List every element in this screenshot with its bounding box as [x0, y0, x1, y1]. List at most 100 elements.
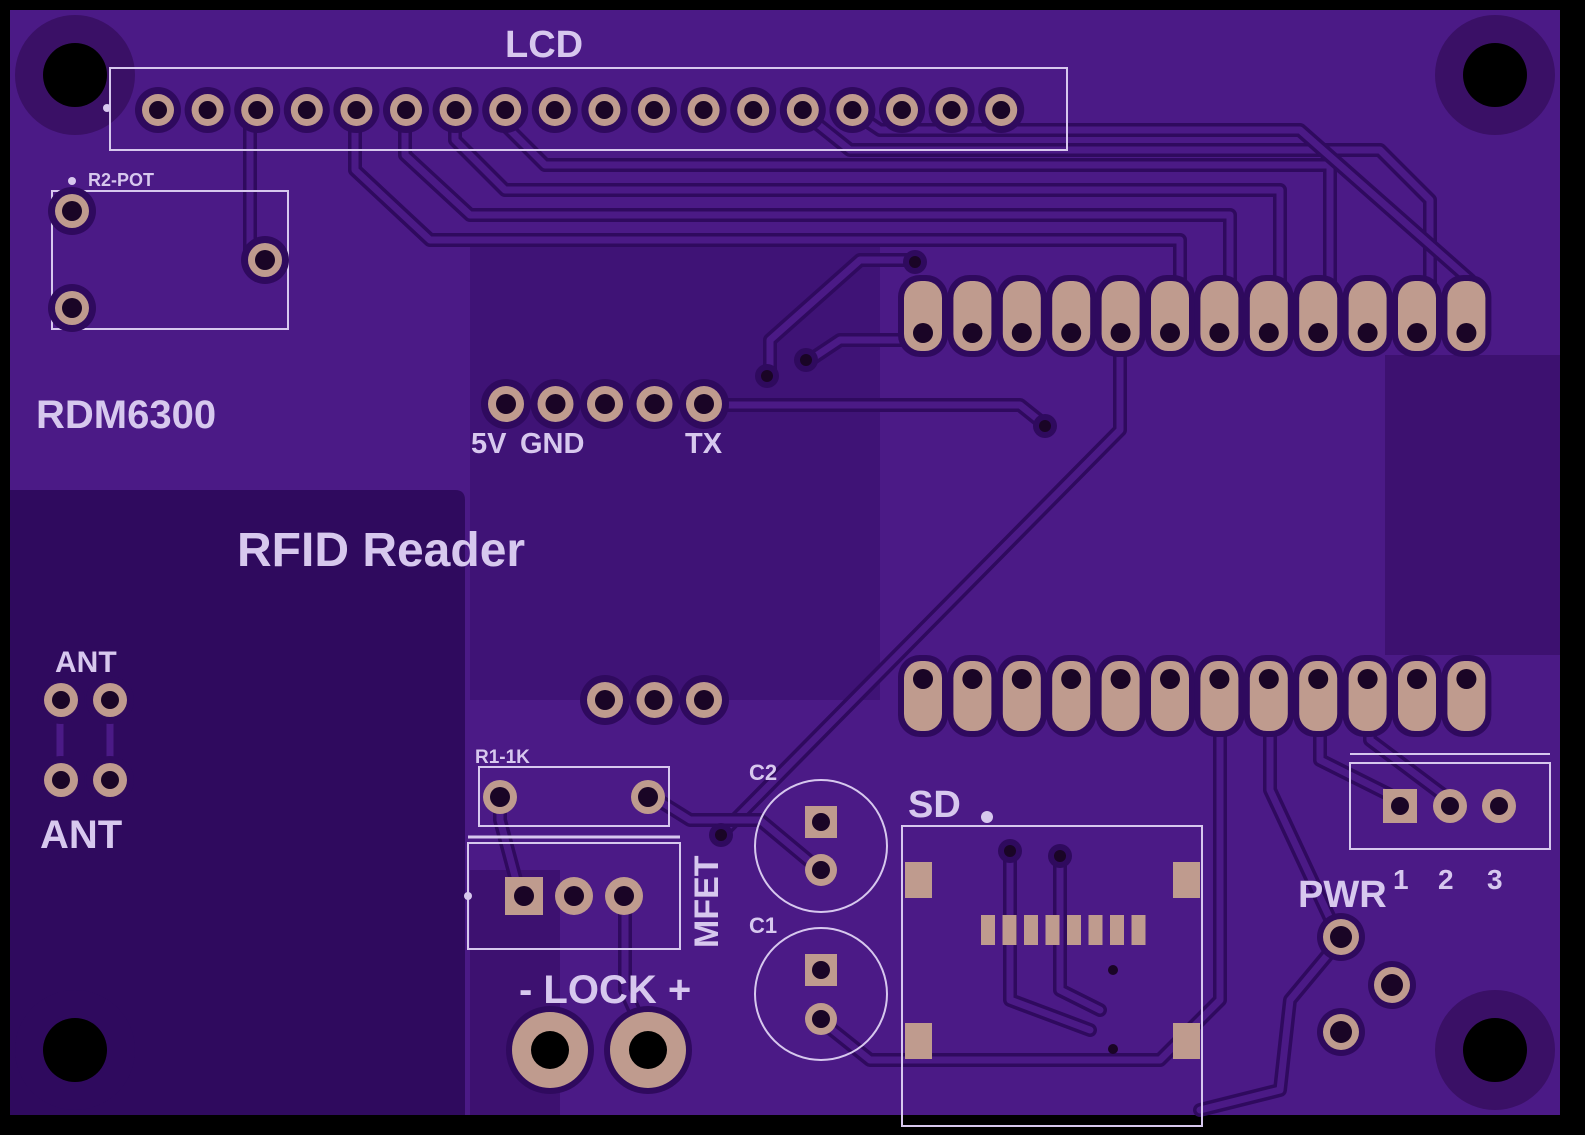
- c2-outline: [754, 779, 888, 913]
- through-hole-pad-icon: [135, 87, 181, 133]
- lcd-header: LCD: [103, 24, 1068, 151]
- oval-pad: [1095, 275, 1146, 357]
- through-hole-pad-icon: [383, 87, 429, 133]
- through-hole-pad-icon: [879, 87, 925, 133]
- rdm6300-label: RDM6300: [36, 393, 216, 437]
- pin-label-gnd: GND: [520, 428, 584, 460]
- lcd-label: LCD: [505, 24, 583, 66]
- via-icon: [709, 823, 733, 847]
- through-hole-pad-icon: [631, 780, 665, 814]
- three-pin-connector-outline: [1349, 762, 1551, 850]
- c2-label: C2: [749, 760, 777, 785]
- oval-pad: [1046, 655, 1097, 737]
- pwr-label: PWR: [1298, 874, 1387, 916]
- through-hole-pad-icon: [680, 87, 727, 133]
- through-hole-pad-icon: [531, 87, 578, 133]
- through-hole-pad-icon: [48, 187, 96, 235]
- sd-contact-pad: [1002, 915, 1017, 945]
- via-icon: [1033, 414, 1057, 438]
- through-hole-pad-icon: [779, 87, 826, 133]
- through-hole-pad-icon: [679, 379, 729, 429]
- ant-label-bottom: ANT: [40, 813, 122, 857]
- sd-outline: [901, 825, 1203, 1127]
- via-icon: [903, 250, 927, 274]
- oval-pad: [1194, 655, 1245, 737]
- sd-contact-pad: [1024, 915, 1038, 945]
- three-pin-connector: 1 2 3: [1349, 753, 1551, 895]
- through-hole-pad-icon: [629, 379, 680, 429]
- via-icon: [998, 839, 1022, 863]
- oval-pad: [1095, 655, 1146, 737]
- through-hole-pad-icon: [1368, 961, 1416, 1009]
- through-hole-pad-icon: [184, 87, 231, 133]
- oval-pad: [947, 655, 998, 737]
- oval-pad: [1392, 275, 1442, 357]
- sd-contact-pad: [981, 915, 995, 945]
- mounting-hole-icon: [1463, 1018, 1527, 1082]
- pin-number-2: 2: [1438, 864, 1454, 895]
- rdm6300-pin-row: [481, 379, 729, 429]
- pin-number-3: 3: [1487, 864, 1503, 895]
- sd-contact-pad: [1067, 915, 1081, 945]
- mounting-hole-icon: [43, 43, 107, 107]
- through-hole-pad-icon: [1482, 789, 1516, 823]
- lock-label: - LOCK +: [519, 968, 691, 1012]
- sd-contact-pad: [1045, 915, 1060, 945]
- pin-number-1: 1: [1393, 864, 1409, 895]
- through-hole-pad-icon: [37, 676, 85, 724]
- through-hole-pad-icon: [631, 87, 677, 133]
- r1-resistor: R1-1K: [475, 747, 670, 827]
- via-icon: [1048, 844, 1072, 868]
- through-hole-pad-icon: [1317, 1008, 1365, 1056]
- through-hole-pad-icon: [1317, 913, 1365, 961]
- bottom-pin-header: [898, 655, 1492, 737]
- through-hole-pad-icon: [481, 379, 531, 429]
- square-pad-icon: [505, 877, 543, 915]
- r2-pot-label: R2-POT: [88, 170, 154, 190]
- through-hole-pad-icon: [241, 236, 289, 284]
- oval-pad: [1145, 655, 1195, 737]
- through-hole-pad-icon: [530, 379, 581, 429]
- through-hole-pad-icon: [928, 87, 975, 133]
- sd-contact-pad: [1131, 915, 1146, 945]
- mfet-label: MFET: [688, 855, 726, 948]
- r1-outline: [478, 766, 670, 827]
- through-hole-pad-icon: [86, 676, 134, 724]
- oval-pad: [1441, 275, 1492, 357]
- mounting-hole-icon: [43, 1018, 107, 1082]
- power-jack: PWR: [1298, 874, 1416, 1056]
- via-icon: [755, 364, 779, 388]
- through-hole-pad-icon: [234, 87, 281, 133]
- oval-pad: [1441, 655, 1492, 737]
- oval-pad: [1194, 275, 1245, 357]
- antenna-keepout-region: [10, 490, 465, 1115]
- oval-pad: [898, 275, 948, 357]
- sd-label: SD: [908, 784, 961, 826]
- c1-capacitor: C1: [749, 913, 888, 1061]
- oval-pad: [1293, 655, 1344, 737]
- oval-pad: [1145, 275, 1195, 357]
- through-hole-pad-icon: [86, 756, 134, 804]
- through-hole-pad-icon: [580, 379, 630, 429]
- square-pad-icon: [1383, 789, 1417, 823]
- sd-contact-pad: [1088, 915, 1103, 945]
- top-pin-header: [898, 275, 1492, 357]
- sd-contact-pad: [1110, 915, 1124, 945]
- through-hole-pad-icon: [283, 87, 330, 133]
- oval-pad: [1243, 655, 1294, 737]
- oval-pad: [1293, 275, 1344, 357]
- oval-pad: [1392, 655, 1442, 737]
- via-group: [709, 250, 1072, 868]
- mounting-hole-icon: [1463, 43, 1527, 107]
- c1-outline: [754, 927, 888, 1061]
- via-icon: [794, 348, 818, 372]
- r1-label: R1-1K: [475, 747, 530, 768]
- oval-pad: [1342, 275, 1393, 357]
- antenna-pads: [37, 676, 134, 804]
- oval-pad: [1342, 655, 1393, 737]
- oval-pad: [996, 275, 1047, 357]
- through-hole-pad-icon: [629, 675, 680, 725]
- lock-terminal: [506, 1006, 692, 1094]
- through-hole-pad-icon: [679, 675, 729, 725]
